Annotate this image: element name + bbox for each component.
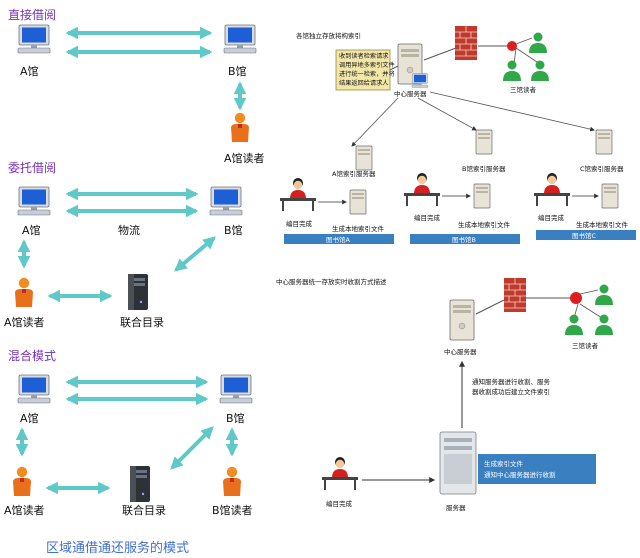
arrow-to-a — [351, 97, 399, 147]
server-icon — [473, 183, 491, 209]
label-idx-c: C馆索引服务器 — [580, 164, 624, 173]
computer-icon — [17, 374, 51, 404]
reader-icon — [529, 32, 547, 53]
label-reader-b: B馆读者 — [212, 503, 253, 517]
lib-bar — [536, 230, 636, 240]
arrow-to-b — [417, 97, 477, 131]
label-lib-b: B馆 — [224, 223, 243, 237]
label-lib-a: A馆 — [20, 64, 39, 78]
computer-icon — [17, 186, 51, 216]
label-catalog-done: 编目完成 — [538, 213, 565, 222]
index-server-icon — [595, 129, 613, 155]
note-line: 结果返回给请求人 — [339, 79, 389, 87]
note-box — [335, 49, 391, 91]
link-server-wall — [423, 47, 457, 61]
computer-icon — [219, 374, 253, 404]
gen-note: 生成索引文件 — [484, 459, 524, 468]
router-icon — [507, 41, 517, 51]
arrow-b-catalog — [174, 236, 216, 272]
reader-icon — [503, 60, 521, 81]
section-delegated-borrow: 委托借阅 — [8, 161, 56, 175]
arrow-to-c — [429, 91, 595, 132]
note-line: 调用异地多索引文件 — [339, 61, 395, 69]
label-gen-local: 生成本地索引文件 — [332, 224, 385, 233]
label-reader-a: A馆读者 — [4, 315, 45, 329]
reader-icon — [595, 284, 613, 305]
reader-icon — [15, 277, 33, 307]
central-server-icon — [449, 299, 475, 341]
harvest-note: 器收割成功后建立文件索引 — [472, 387, 550, 396]
index-server-icon — [355, 145, 373, 171]
computer-icon — [223, 24, 257, 54]
lib-bar — [284, 234, 394, 244]
gen-note-box — [478, 454, 596, 484]
server-icon — [601, 183, 619, 209]
worker-icon — [280, 178, 316, 211]
label-logistics: 物流 — [118, 223, 140, 237]
router-icon — [570, 292, 582, 304]
label-lib-a: A馆 — [20, 411, 39, 425]
computer-icon — [209, 186, 243, 216]
label-lib-a: A馆 — [22, 223, 41, 237]
label-idx-a: A馆索引服务器 — [332, 169, 376, 178]
lib-bar-label: 图书馆B — [452, 235, 476, 244]
label-lib-b: B馆 — [228, 64, 247, 78]
bottom-title: 中心服务器统一存放实时收割方式描述 — [276, 277, 387, 286]
computer-icon — [411, 73, 429, 88]
computer-icon — [17, 24, 51, 54]
label-central-server: 中心服务器 — [394, 89, 427, 98]
reader-icon — [13, 466, 31, 496]
note-line: 收到读者检索请求 — [339, 52, 389, 60]
label-catalog-done: 编目完成 — [326, 499, 353, 508]
reader-icon — [565, 314, 583, 335]
arrow-b-catalog — [170, 426, 214, 470]
top-title: 各馆独立存放将构索引 — [296, 31, 361, 40]
label-reader-a: A馆读者 — [224, 151, 265, 165]
label-union-catalog: 联合目录 — [120, 315, 164, 329]
harvest-note: 通知服务器进行收割、服务 — [472, 377, 551, 386]
lib-bar-label: 图书馆C — [572, 231, 597, 240]
reader-icon — [531, 60, 549, 81]
figure-caption: 区域通借通还服务的模式 — [46, 540, 189, 556]
label-central-server: 中心服务器 — [444, 347, 477, 356]
gen-note: 通知中心服务器进行收割 — [484, 470, 556, 479]
worker-icon — [534, 173, 570, 206]
label-readers: 三馆读者 — [572, 341, 599, 350]
worker-icon — [404, 173, 440, 206]
reader-icon — [595, 314, 613, 335]
firewall-icon — [454, 25, 478, 61]
label-catalog-done: 编目完成 — [286, 219, 313, 228]
label-catalog-done: 编目完成 — [414, 213, 441, 222]
label-gen-local: 生成本地索引文件 — [458, 220, 511, 229]
lib-bar — [410, 234, 520, 244]
worker-icon — [322, 457, 358, 490]
reader-icon — [223, 466, 241, 496]
label-readers: 三馆读者 — [510, 85, 537, 94]
label-server: 服务器 — [446, 503, 466, 512]
section-mixed-mode: 混合模式 — [8, 348, 56, 363]
server-icon — [349, 189, 367, 215]
index-server-icon — [475, 129, 493, 155]
reader-icon — [231, 112, 249, 142]
note-pointer — [389, 65, 399, 71]
label-union-catalog: 联合目录 — [122, 503, 166, 517]
catalog-server-icon — [130, 466, 150, 502]
label-gen-local: 生成本地索引文件 — [576, 220, 629, 229]
label-reader-a: A馆读者 — [4, 503, 45, 517]
lib-bar-label: 图书馆A — [326, 235, 351, 244]
catalog-server-icon — [128, 274, 148, 310]
section-direct-borrow: 直接借阅 — [8, 7, 56, 22]
firewall-icon — [503, 277, 527, 313]
label-idx-b: B馆索引服务器 — [462, 164, 506, 173]
label-lib-b: B馆 — [226, 411, 245, 425]
note-line: 进行统一检索，并将 — [339, 70, 395, 78]
